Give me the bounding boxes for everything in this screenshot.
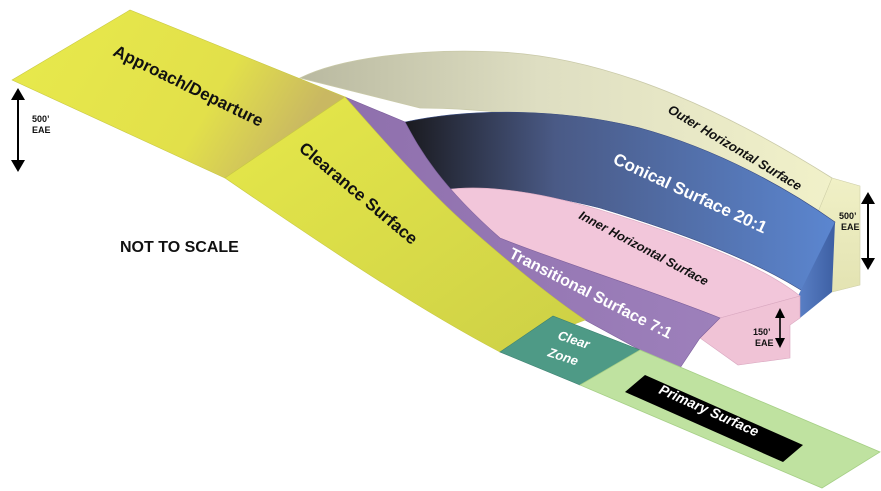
inner-horizontal-side-face [699,295,801,366]
right-height-value: 500’ [839,211,857,221]
right-height-unit: EAE [841,222,860,232]
left-height-unit: EAE [32,125,51,135]
conical-side-face [798,222,835,318]
left-height-value: 500’ [32,114,50,124]
inner-height-dimension: 150’ EAE [753,308,785,348]
left-height-dimension: 500’ EAE [11,88,51,172]
clearance-surface [224,96,586,353]
left-arrow-head-up [11,88,25,100]
right-height-dimension: 500’ EAE [839,192,875,270]
inner-arrow-head-down [775,338,785,348]
inner-height-unit: EAE [755,338,774,348]
inner-height-value: 150’ [753,327,771,337]
left-arrow-head-down [11,160,25,172]
inner-arrow-head-up [775,308,785,318]
primary-surface-label-box [625,375,803,462]
not-to-scale-label: NOT TO SCALE [120,239,239,256]
right-arrow-head-down [861,258,875,270]
right-arrow-head-up [861,192,875,204]
